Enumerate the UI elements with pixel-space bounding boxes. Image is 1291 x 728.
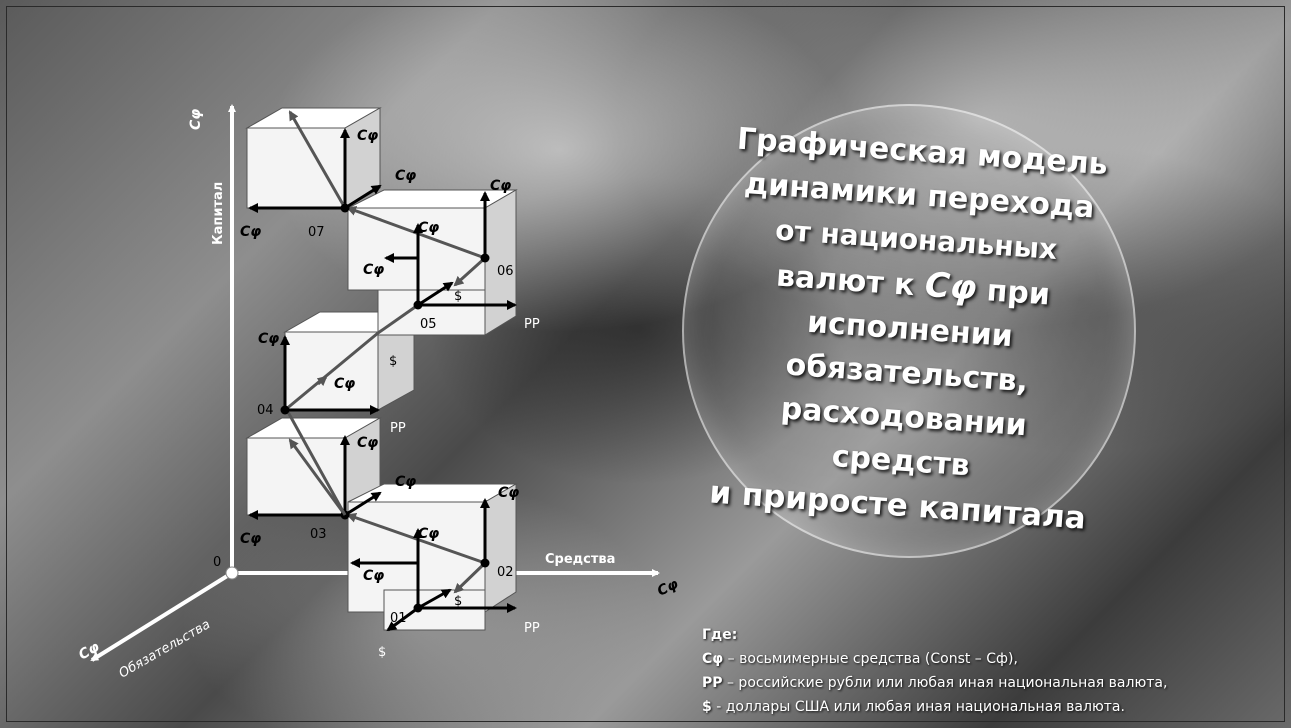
legend-text: - доллары США или любая иная национальна… [711, 699, 1125, 715]
legend-item: Сφ – восьмимерные средства (Const – Сф), [702, 647, 1282, 671]
point-label-02: 02 [497, 565, 514, 580]
point-label-03: 03 [310, 527, 327, 542]
legend-item: $ - доллары США или любая иная националь… [702, 695, 1282, 719]
vectors-lower [248, 435, 517, 632]
cube-07 [245, 107, 382, 209]
cphi-label: Cφ [363, 262, 384, 278]
origin-dot [225, 566, 239, 580]
liabilities-axis-label: Обязательства [117, 617, 214, 681]
title-fragment: при [975, 272, 1052, 313]
point-label-01: 01 [390, 611, 407, 626]
cphi-label: Cφ [395, 474, 416, 490]
symbol-labels: Cφ Cφ Cφ Cφ Cφ Cφ Cφ Cφ Cφ Cφ Cφ Cφ Cφ C… [240, 128, 540, 660]
dollar-label: $ [454, 289, 462, 304]
point-label-04: 04 [257, 403, 274, 418]
legend: Где: Сφ – восьмимерные средства (Const –… [702, 623, 1282, 719]
rubles-label: PP [524, 317, 540, 332]
cphi-label: Cφ [418, 220, 439, 236]
cphi-label: Cφ [357, 435, 378, 451]
title-bubble [682, 104, 1136, 558]
slide-title: Графическая модель динамики перехода от … [702, 117, 1119, 541]
point-label-06: 06 [497, 264, 514, 279]
capital-axis-label: Капитал [211, 182, 226, 245]
cphi-label: Cφ [490, 178, 511, 194]
liabilities-axis [90, 571, 234, 662]
point-label-05: 05 [420, 317, 437, 332]
cphi-label: Cφ [240, 224, 261, 240]
legend-key: $ [702, 699, 712, 715]
cphi-label: Cφ [334, 376, 355, 392]
dollar-label: $ [378, 645, 386, 660]
cphi-label: Cφ [418, 526, 439, 542]
cphi-label: Cφ [363, 568, 384, 584]
cphi-label: Cφ [498, 485, 519, 501]
dollar-label: $ [454, 594, 462, 609]
cphi-label: Cφ [258, 331, 279, 347]
point-label-07: 07 [308, 225, 325, 240]
legend-key: Сφ [702, 651, 724, 667]
origin-label: 0 [213, 555, 221, 570]
assets-axis-label: Средства [545, 552, 615, 567]
title-symbol: Cφ [923, 264, 978, 309]
legend-item: PP – российские рубли или любая иная нац… [702, 671, 1282, 695]
cphi-label: Cφ [240, 531, 261, 547]
dollar-label: $ [389, 354, 397, 369]
capital-axis-symbol: Cφ [188, 109, 204, 130]
legend-heading: Где: [702, 627, 738, 643]
rubles-label: PP [390, 421, 406, 436]
rubles-label: PP [524, 621, 540, 636]
cphi-label: Cφ [395, 168, 416, 184]
legend-key: PP [702, 675, 723, 691]
liabilities-axis-symbol: Cφ [76, 639, 102, 663]
cphi-label: Cφ [357, 128, 378, 144]
vectors-upper [248, 110, 517, 310]
legend-text: – российские рубли или любая иная национ… [722, 675, 1168, 691]
legend-text: – восьмимерные средства (Const – Сф), [723, 651, 1018, 667]
assets-axis-symbol: Cφ [655, 576, 681, 599]
vectors-middle [280, 303, 419, 516]
title-fragment: валют к [775, 258, 927, 304]
